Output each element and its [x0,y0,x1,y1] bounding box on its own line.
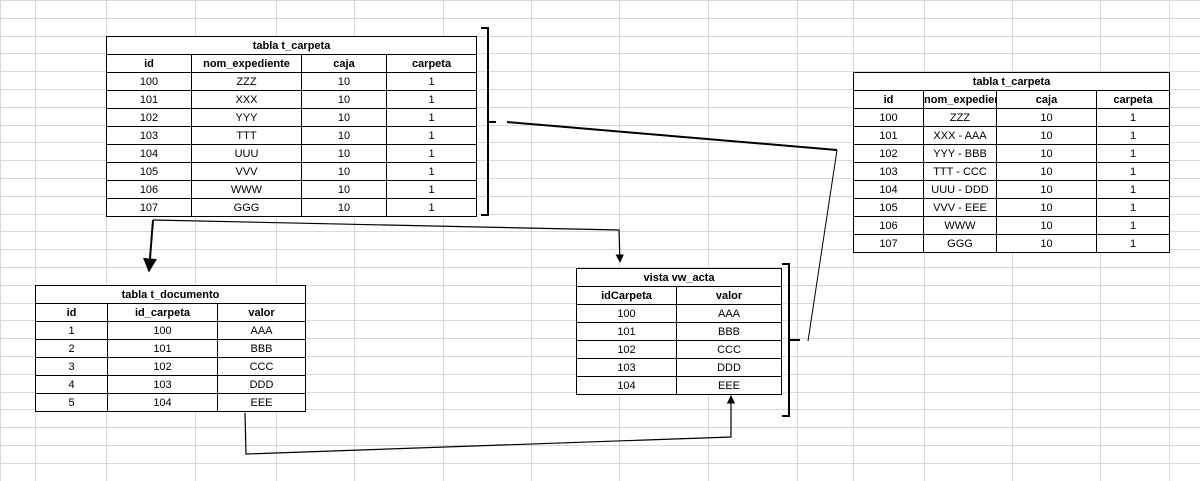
connector-result-to-view [807,149,838,342]
cell[interactable]: 104 [576,376,677,395]
cell[interactable]: GGG [191,198,302,217]
cell[interactable]: EEE [216,393,307,412]
bracket-vw-acta [782,263,790,417]
cell[interactable]: 104 [853,180,924,199]
cell[interactable]: TTT - CCC [923,162,997,181]
column-header-idcarpeta: idCarpeta [576,286,677,305]
cell[interactable]: 103 [853,162,924,181]
cell[interactable]: 5 [35,393,108,412]
column-header-nom-expediente: nom_expediente [191,54,302,73]
cell[interactable]: 1 [385,198,478,217]
cell[interactable]: XXX - AAA [923,126,997,145]
bracket-t-carpeta [481,27,489,216]
cell[interactable]: EEE [676,376,782,395]
cell[interactable]: DDD [216,375,307,394]
table-t-carpeta-original: tabla t_carpeta id nom_expediente caja c… [105,36,478,217]
connector-to-result-top [506,121,838,151]
table-title: tabla t_documento [34,285,307,304]
cell[interactable]: 1 [1095,234,1171,253]
connector-documento-to-view [244,395,736,455]
cell[interactable]: 10 [996,198,1097,217]
table-t-carpeta-result: tabla t_carpeta id nom_expediente caja c… [852,72,1171,253]
arrow-to-t-documento [143,219,157,273]
connector-to-vw-acta [152,219,624,263]
cell[interactable]: VVV - EEE [923,198,997,217]
table-title: tabla t_carpeta [852,72,1171,91]
table-title: vista vw_acta [576,268,782,287]
cell[interactable]: GGG [923,234,997,253]
cell[interactable]: 103 [106,126,192,145]
cell[interactable]: 105 [106,162,192,181]
column-header-id-carpeta: id_carpeta [107,303,218,322]
cell[interactable]: 102 [853,144,924,163]
cell[interactable]: BBB [216,339,307,358]
cell[interactable]: DDD [676,358,782,377]
cell[interactable]: 10 [301,198,387,217]
cell[interactable]: 10 [996,234,1097,253]
column-header-valor: valor [676,286,782,305]
cell[interactable]: 107 [853,234,924,253]
column-header-carpeta: carpeta [1095,90,1171,109]
cell[interactable]: ZZZ [923,108,997,127]
cell[interactable]: 10 [301,126,387,145]
cell[interactable]: UUU [191,144,302,163]
cell[interactable]: 101 [853,126,924,145]
